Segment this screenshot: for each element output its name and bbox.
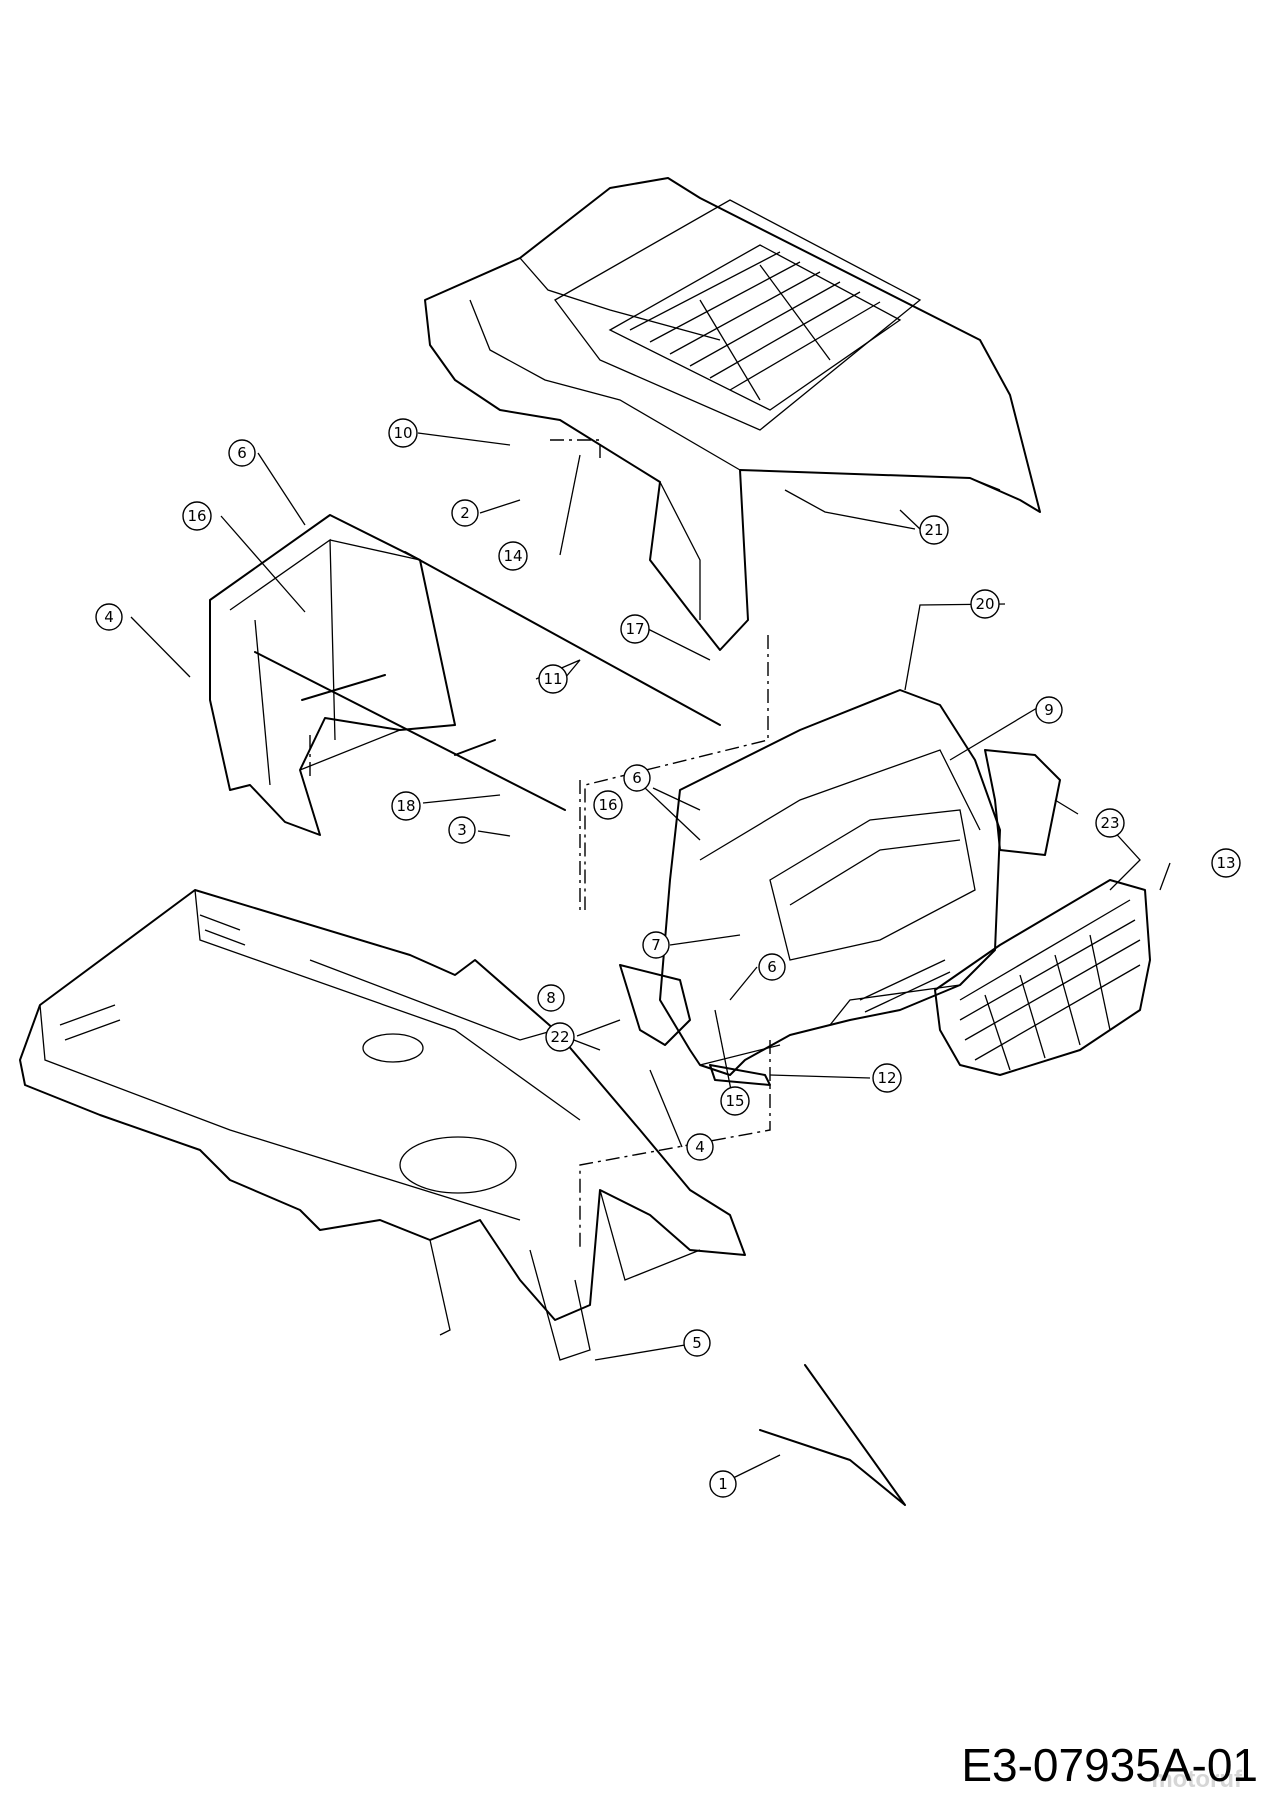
svg-text:15: 15 <box>725 1092 744 1110</box>
svg-text:9: 9 <box>1044 701 1054 719</box>
callout-20: 20 <box>970 589 1000 619</box>
callout-16a: 16 <box>182 501 212 531</box>
callout-3: 3 <box>448 816 476 844</box>
callout-16b: 16 <box>593 790 623 820</box>
callout-21: 21 <box>919 515 949 545</box>
drawing-code: E3-07935A-01 <box>961 1739 1258 1791</box>
svg-text:14: 14 <box>503 547 522 565</box>
callout-23: 23 <box>1095 808 1125 838</box>
callout-2: 2 <box>451 499 479 527</box>
svg-text:2: 2 <box>460 504 470 522</box>
callout-12: 12 <box>872 1063 902 1093</box>
callout-7: 7 <box>642 931 670 959</box>
grille-part <box>934 879 1151 1076</box>
svg-text:12: 12 <box>877 1069 896 1087</box>
svg-text:8: 8 <box>546 989 556 1007</box>
svg-text:22: 22 <box>550 1028 569 1046</box>
svg-text:10: 10 <box>393 424 412 442</box>
hood-part <box>424 177 1041 651</box>
side-panel-23 <box>984 749 1061 856</box>
rod-11 <box>301 674 386 701</box>
frame-part <box>19 889 746 1361</box>
watermark: motoruf <box>1151 1766 1242 1793</box>
callout-6a: 6 <box>228 439 256 467</box>
callout-4b: 4 <box>686 1133 714 1161</box>
svg-text:1: 1 <box>718 1475 728 1493</box>
callout-17: 17 <box>620 614 650 644</box>
svg-text:4: 4 <box>695 1138 705 1156</box>
svg-text:6: 6 <box>632 769 642 787</box>
front-housing-part <box>659 689 1001 1076</box>
callout-13: 13 <box>1211 848 1241 878</box>
svg-text:16: 16 <box>598 796 617 814</box>
callout-6b: 6 <box>623 764 651 792</box>
dash-panel-part <box>209 514 456 836</box>
svg-text:5: 5 <box>692 1334 702 1352</box>
leader-lines <box>130 432 1171 1482</box>
bracket-22 <box>619 964 691 1046</box>
rod-upper <box>404 551 721 726</box>
callout-18: 18 <box>391 791 421 821</box>
callout-15: 15 <box>720 1086 750 1116</box>
plate-12 <box>709 1064 771 1086</box>
svg-text:3: 3 <box>457 821 467 839</box>
svg-text:20: 20 <box>975 595 994 613</box>
svg-text:18: 18 <box>396 797 415 815</box>
svg-text:21: 21 <box>924 521 943 539</box>
svg-text:23: 23 <box>1100 814 1119 832</box>
assembly-lines <box>309 439 771 1250</box>
svg-text:16: 16 <box>187 507 206 525</box>
rod-11b <box>454 739 496 756</box>
callout-5: 5 <box>683 1329 711 1357</box>
callout-14: 14 <box>498 541 528 571</box>
wiring-harness-1 <box>759 1364 906 1506</box>
callout-8: 8 <box>537 984 565 1012</box>
svg-text:11: 11 <box>543 670 562 688</box>
svg-text:17: 17 <box>625 620 644 638</box>
callout-11: 11 <box>538 664 568 694</box>
hood-grille <box>629 251 881 401</box>
callout-10: 10 <box>388 418 418 448</box>
svg-text:6: 6 <box>237 444 247 462</box>
svg-text:13: 13 <box>1216 854 1235 872</box>
svg-text:7: 7 <box>651 936 661 954</box>
callout-6c: 6 <box>758 953 786 981</box>
callout-9: 9 <box>1035 696 1063 724</box>
callout-4a: 4 <box>95 603 123 631</box>
svg-text:6: 6 <box>767 958 777 976</box>
callout-1: 1 <box>709 1470 737 1498</box>
svg-text:4: 4 <box>104 608 114 626</box>
deck-hole <box>399 1136 517 1194</box>
callout-22: 22 <box>545 1022 575 1052</box>
rod-lower <box>254 651 566 811</box>
